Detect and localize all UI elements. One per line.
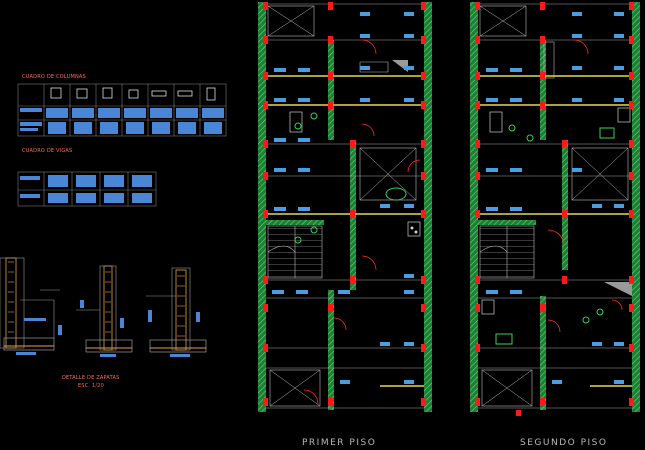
footing-detail-1 bbox=[0, 257, 62, 355]
floor-plan-second bbox=[470, 2, 640, 416]
footing-detail-scale: ESC. 1/20 bbox=[78, 383, 105, 389]
column-schedule-title: CUADRO DE COLUMNAS bbox=[22, 74, 86, 80]
footing-detail-3 bbox=[146, 267, 207, 357]
beam-schedule-table bbox=[17, 171, 157, 207]
beam-schedule-title: CUADRO DE VIGAS bbox=[22, 148, 73, 154]
column-schedule-table bbox=[17, 83, 227, 137]
plan-title-segundo-piso: SEGUNDO PISO bbox=[520, 438, 608, 448]
footing-detail-2 bbox=[76, 265, 133, 357]
footing-detail-title: DETALLE DE ZAPATAS bbox=[62, 375, 120, 381]
floor-plan-first bbox=[258, 2, 432, 412]
plan-title-primer-piso: PRIMER PISO bbox=[302, 438, 377, 448]
